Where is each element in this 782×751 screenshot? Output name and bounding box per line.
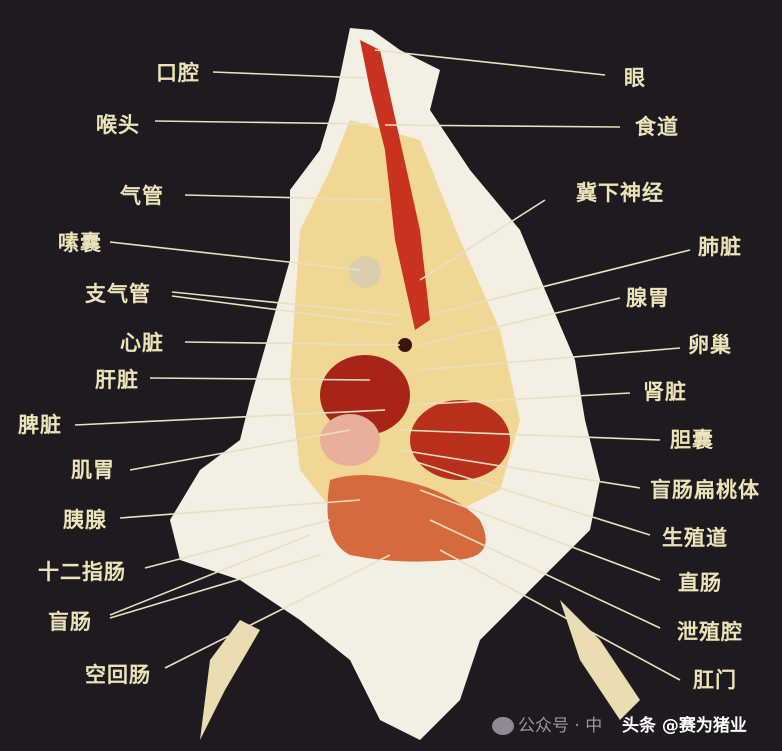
label-pancreas: 胰腺 [63,507,107,532]
label-jejunum-ileum: 空回肠 [85,662,151,687]
label-cecum: 盲肠 [48,609,92,634]
wechat-watermark-text: 公众号 · 中 [518,716,603,736]
label-spleen: 脾脏 [18,412,62,437]
label-trachea: 气管 [120,183,164,208]
label-gizzard: 肌胃 [71,457,115,482]
label-eye: 眼 [624,65,646,90]
label-gallbladder: 胆囊 [670,427,714,452]
label-anus: 肛门 [693,667,737,692]
label-esophagus: 食道 [635,114,679,139]
wechat-icon [492,717,514,735]
label-lung: 肺脏 [698,234,742,259]
label-larynx: 喉头 [96,112,140,137]
label-cloaca: 泄殖腔 [677,619,743,644]
label-oral-cavity: 口腔 [156,60,200,85]
label-liver: 肝脏 [95,367,139,392]
label-duodenum: 十二指肠 [38,559,126,584]
label-rectum: 直肠 [678,570,722,595]
label-crop: 嗉囊 [58,230,102,255]
label-ovary: 卵巢 [688,332,732,357]
wechat-watermark: 公众号 · 中 [492,711,602,736]
label-bronchi: 支气管 [85,281,151,306]
label-proventriculus: 腺胃 [626,285,670,310]
label-heart: 心脏 [120,330,164,355]
internal-organs [320,40,510,562]
label-nerve: 冀下神经 [576,180,664,205]
label-reproductive-tract: 生殖道 [662,525,728,550]
toutiao-watermark: 头条 @赛为猪业 [622,716,747,736]
label-cecal-tonsil: 盲肠扁桃体 [650,477,760,502]
label-kidney: 肾脏 [643,379,687,404]
leader-lines [74,49,691,681]
